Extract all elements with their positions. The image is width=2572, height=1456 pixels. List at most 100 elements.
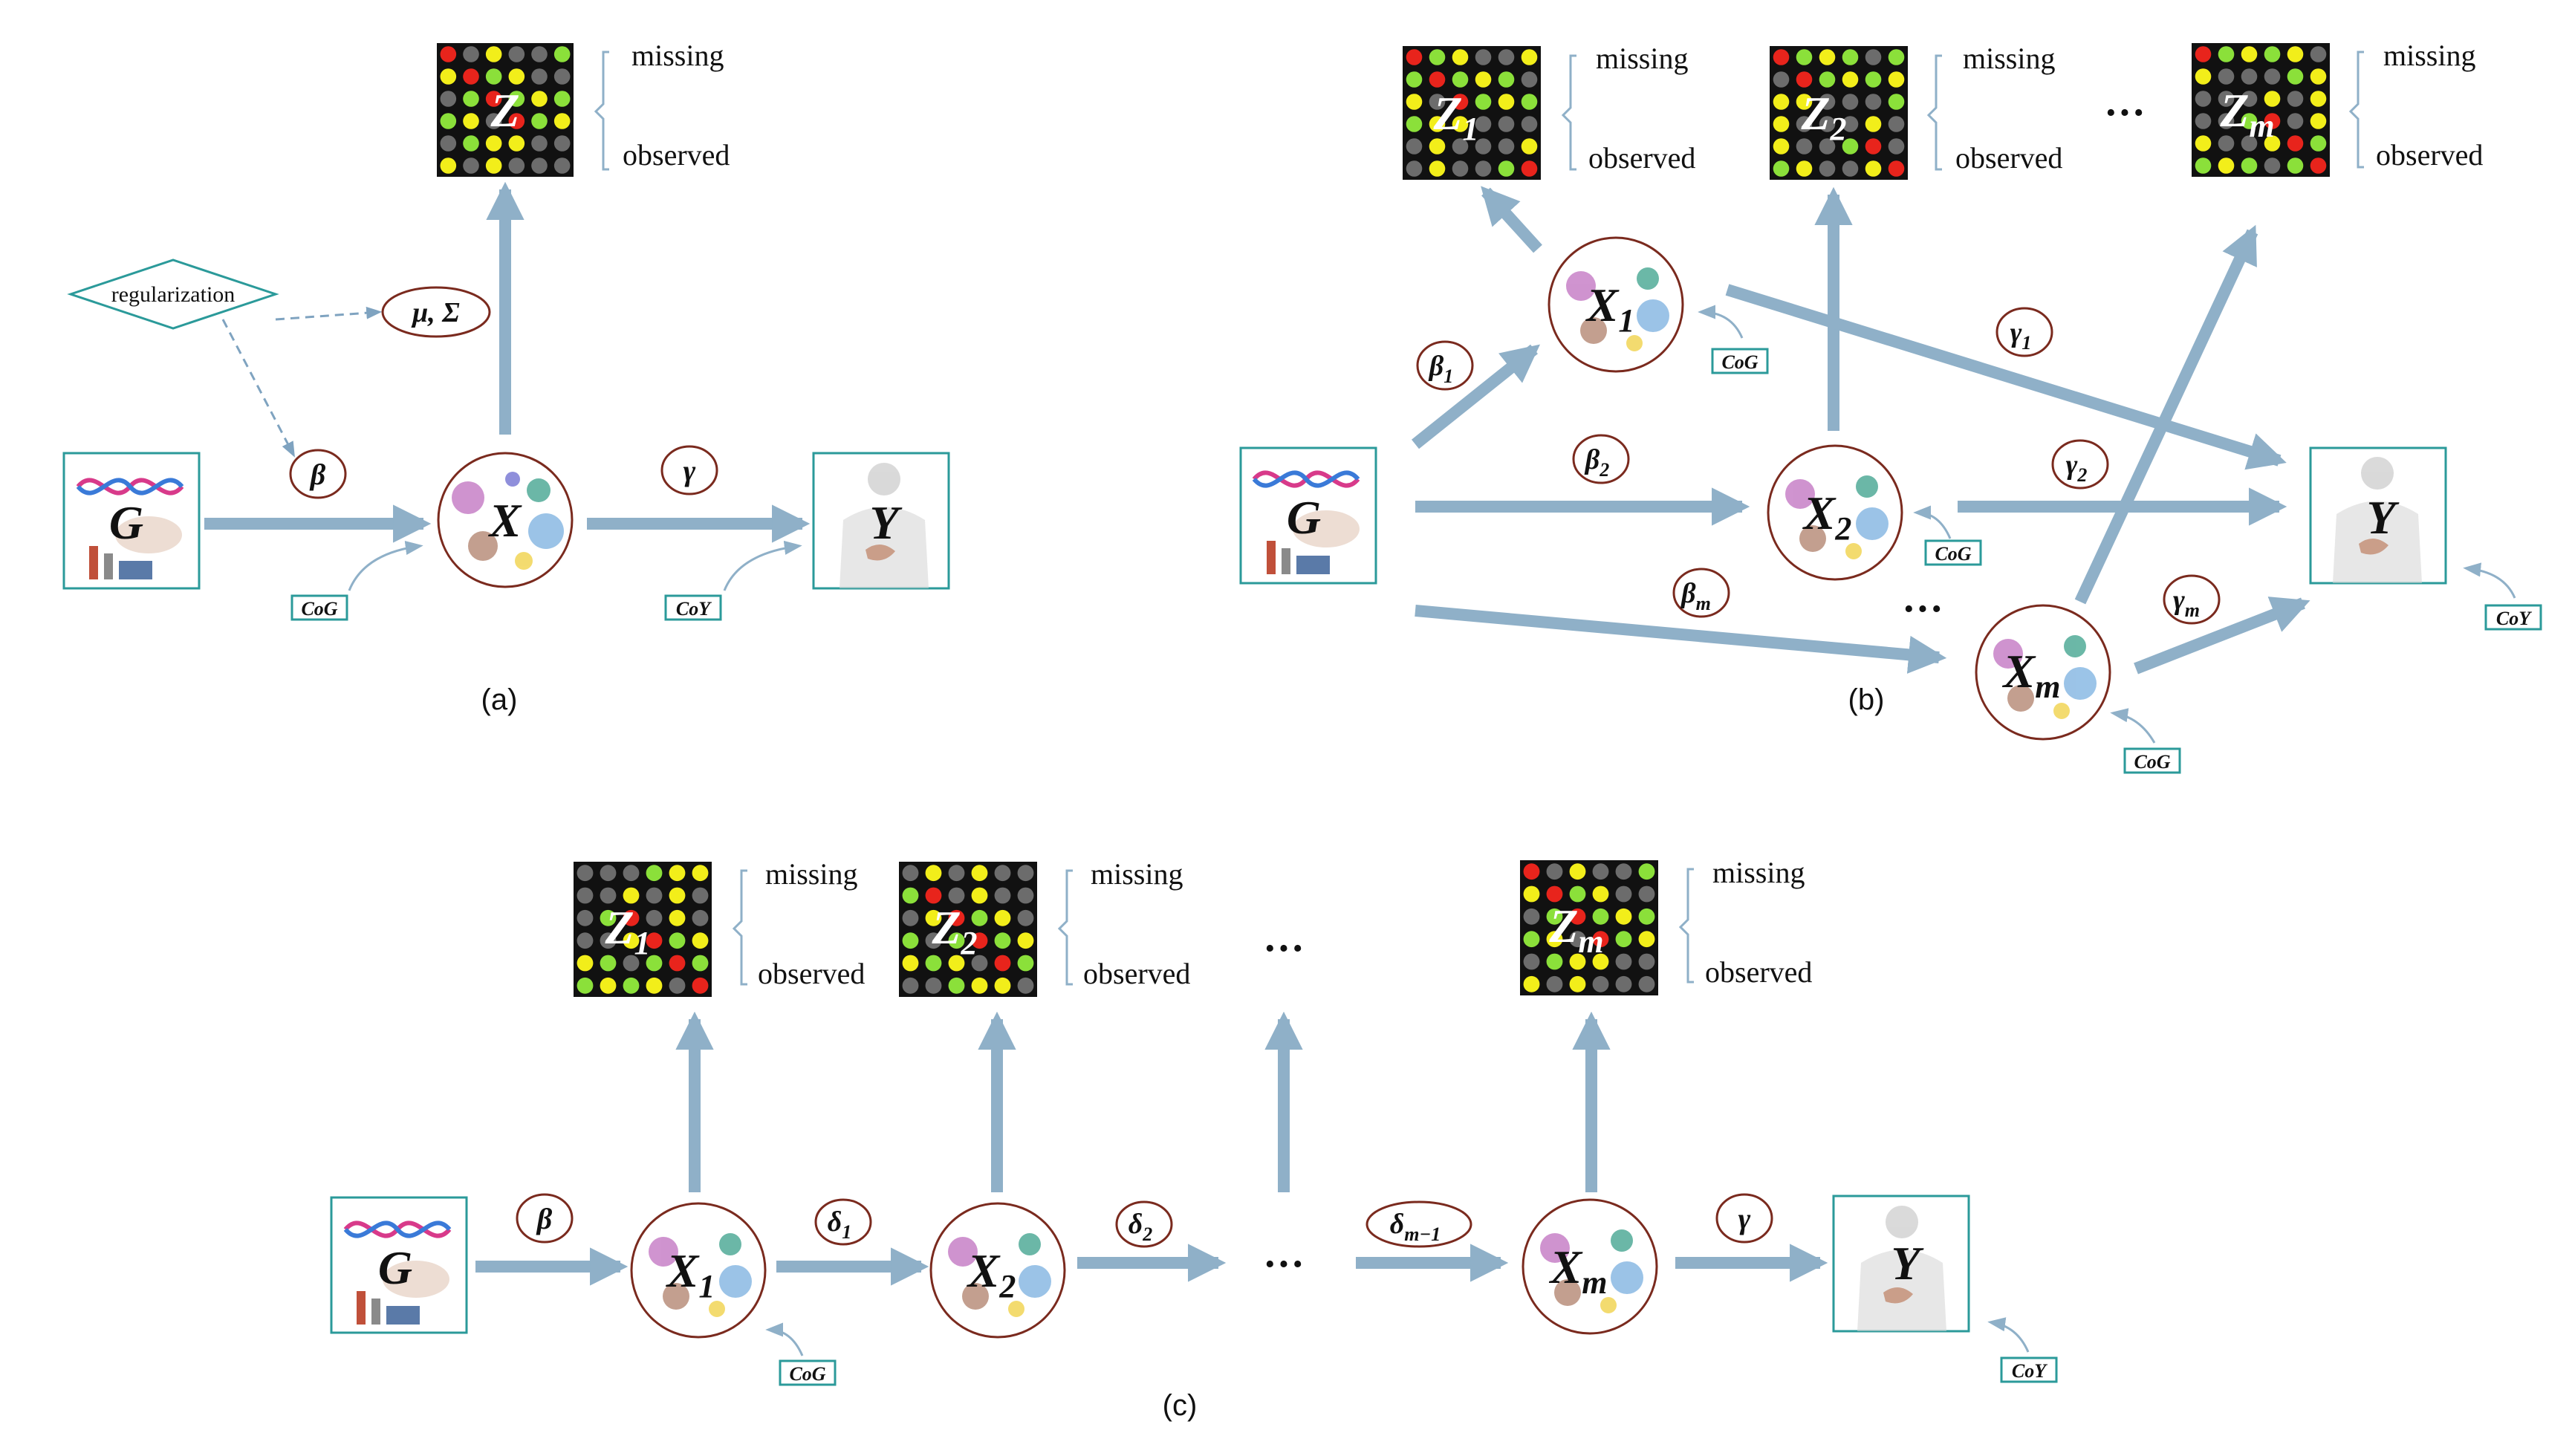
observed-label-c3: observed <box>1705 955 1812 989</box>
heatmap-dot <box>1452 71 1469 88</box>
heatmap-dot <box>994 909 1011 926</box>
heatmap-dot <box>1546 885 1563 903</box>
heatmap-dot <box>948 909 965 926</box>
g-label: G <box>109 496 143 549</box>
heatmap-dot <box>1523 953 1540 970</box>
heatmap-dot <box>1773 116 1790 132</box>
g-label-c: G <box>378 1241 412 1294</box>
cog-arrow-b1 <box>1698 305 1744 339</box>
beta2-label: β2 <box>1584 444 1609 481</box>
heatmap-dot <box>2287 91 2304 107</box>
ellipsis-z-c: ··· <box>1263 926 1305 972</box>
brace-a <box>594 51 609 171</box>
heatmap-dot <box>531 113 548 129</box>
heatmap-dot <box>1017 955 1034 972</box>
deltam-label: δm−1 <box>1390 1209 1441 1245</box>
z-label: Z <box>490 84 519 137</box>
heatmap-dot <box>485 135 502 152</box>
g-label-b: G <box>1287 491 1321 544</box>
coy-label-c: CoY <box>2012 1360 2047 1382</box>
heatmap-dot <box>463 157 479 174</box>
heatmap-dot <box>1546 975 1563 992</box>
heatmap-dot <box>646 977 663 994</box>
arrow-xm-to-zm <box>2074 224 2258 605</box>
heatmap-dot <box>971 977 988 994</box>
heatmap-dot <box>2310 46 2327 62</box>
heatmap-dot <box>925 932 942 949</box>
heatmap-dot <box>2264 157 2281 174</box>
heatmap-dot <box>1406 49 1423 65</box>
heatmap-dot <box>1452 116 1469 132</box>
cog-label-b2: CoG <box>1935 543 1971 565</box>
heatmap-dot <box>1842 138 1859 155</box>
cog-label-b1: CoG <box>1721 351 1758 373</box>
heatmap-dot <box>623 955 640 972</box>
heatmap-dot <box>2218 91 2235 107</box>
heatmap-dot <box>1546 931 1563 948</box>
caption-b: (b) <box>1848 683 1885 716</box>
heatmap-dot <box>531 68 548 85</box>
heatmap-dot <box>1569 908 1586 925</box>
coy-arrow-c <box>1987 1317 2030 1353</box>
heatmap-dot <box>1638 908 1655 925</box>
delta2-label: δ2 <box>1129 1209 1152 1245</box>
observed-label-c1: observed <box>758 957 865 990</box>
heatmap-dot <box>948 932 965 949</box>
heatmap-dot <box>2310 157 2327 174</box>
heatmap-dot <box>902 955 919 972</box>
heatmap-dot <box>623 887 640 904</box>
heatmap-dot <box>1615 863 1632 880</box>
heatmap-dot <box>1406 71 1423 88</box>
y-node-b: Y <box>2309 446 2447 585</box>
xm-node-c: Xm <box>1522 1198 1658 1335</box>
heatmap-dot <box>1429 49 1446 65</box>
gamma1-label: γ1 <box>2010 317 2032 354</box>
heatmap-dot <box>1865 138 1882 155</box>
deltam-oval <box>1365 1200 1472 1248</box>
heatmap-dot <box>1521 49 1538 65</box>
heatmap-dot <box>508 113 525 129</box>
caption-c: (c) <box>1163 1389 1198 1422</box>
heatmap-dot <box>553 46 571 62</box>
heatmap-dots <box>440 46 571 174</box>
musigma-oval <box>381 286 491 338</box>
heatmap-dot <box>692 932 709 949</box>
heatmap-dot <box>1017 932 1034 949</box>
factory-icon <box>357 1261 449 1325</box>
betam-label: βm <box>1680 578 1711 614</box>
cog-label-b3: CoG <box>2134 751 2170 773</box>
heatmap-dot <box>925 887 942 904</box>
heatmap-dot <box>1569 885 1586 903</box>
heatmap-dots <box>1773 49 1905 177</box>
heatmap-dot <box>553 157 571 174</box>
heatmap-dot <box>508 46 525 62</box>
y-label-c: Y <box>1891 1237 1923 1290</box>
missing-label-b2: missing <box>1963 42 2055 75</box>
heatmap-dot <box>485 113 502 129</box>
human-body-icon <box>840 463 929 588</box>
heatmap-dot <box>463 113 479 129</box>
beta1-oval <box>1416 340 1474 391</box>
heatmap-dot <box>1452 160 1469 177</box>
heatmap-dot <box>2218 113 2235 129</box>
heatmap-dot <box>669 977 686 994</box>
heatmap-dot <box>925 977 942 994</box>
heatmap-dot <box>669 955 686 972</box>
heatmap-dot <box>600 887 617 904</box>
zm-grid-c <box>1520 860 1658 995</box>
missing-label-a: missing <box>631 39 724 72</box>
heatmap-dot <box>553 68 571 85</box>
heatmap-dot <box>440 46 457 62</box>
dashed-arrow-to-musigma <box>275 306 383 321</box>
dna-icon <box>1252 470 1360 488</box>
heatmap-dot <box>692 977 709 994</box>
heatmap-dot <box>2241 68 2258 85</box>
heatmap-dot <box>577 887 594 904</box>
g-node: G <box>62 452 201 590</box>
xm-label-c: Xm <box>1549 1241 1608 1301</box>
missing-label-c1: missing <box>765 857 857 891</box>
heatmap-dot <box>1638 953 1655 970</box>
heatmap-dot <box>1406 138 1423 155</box>
heatmap-dot <box>1017 909 1034 926</box>
heatmap-dot <box>508 91 525 107</box>
